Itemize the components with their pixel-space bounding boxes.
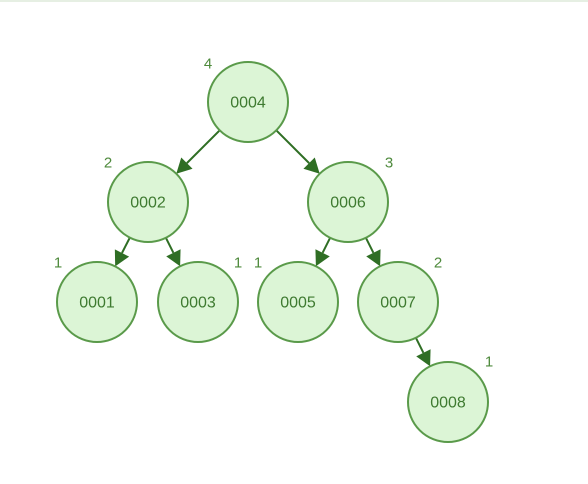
- tree-node-0005: 0005: [257, 261, 339, 343]
- node-label: 0008: [430, 395, 466, 412]
- edge-0006-0007: [364, 237, 381, 267]
- node-label: 0002: [130, 195, 166, 212]
- node-circle: [407, 361, 489, 443]
- arrowhead-icon: [315, 249, 330, 267]
- arrowhead-icon: [416, 349, 431, 367]
- edge-line: [321, 237, 332, 254]
- node-label: 0006: [330, 195, 366, 212]
- edge-line: [121, 237, 131, 254]
- edge-line: [414, 337, 425, 354]
- nodes-layer: 0004 4 0002 2 0006 3 0001 1 0003 1 0005 1 0007 2 0008 1: [54, 56, 493, 443]
- node-height-label: 3: [385, 155, 393, 172]
- tree-node-0007: 0007: [357, 261, 439, 343]
- node-circle: [357, 261, 439, 343]
- arrowhead-icon: [303, 157, 320, 174]
- node-circle: [157, 261, 239, 343]
- node-circle: [107, 161, 189, 243]
- arrowhead-icon: [366, 249, 381, 267]
- top-divider: [0, 0, 588, 2]
- node-circle: [257, 261, 339, 343]
- tree-node-0002: 0002: [107, 161, 189, 243]
- node-height-label: 1: [485, 354, 493, 371]
- edge-0004-0006: [275, 129, 320, 174]
- node-height-label: 4: [204, 56, 212, 73]
- node-circle: [56, 261, 138, 343]
- node-height-label: 1: [54, 255, 62, 272]
- edge-0002-0003: [164, 237, 181, 267]
- node-circle: [207, 61, 289, 143]
- arrowhead-icon: [176, 157, 193, 174]
- node-circle: [307, 161, 389, 243]
- edge-line: [364, 237, 375, 254]
- arrowhead-icon: [114, 249, 130, 267]
- edge-0007-0008: [414, 337, 431, 367]
- edge-line: [164, 237, 175, 254]
- node-height-label: 1: [254, 255, 262, 272]
- node-height-label: 2: [104, 155, 112, 172]
- node-label: 0001: [79, 295, 115, 312]
- tree-node-0006: 0006: [307, 161, 389, 243]
- tree-node-0008: 0008: [407, 361, 489, 443]
- tree-node-0001: 0001: [56, 261, 138, 343]
- node-label: 0003: [180, 295, 216, 312]
- node-label: 0005: [280, 295, 316, 312]
- node-height-label: 1: [234, 255, 242, 272]
- edge-line: [186, 129, 221, 164]
- edge-0002-0001: [114, 237, 131, 267]
- edge-0006-0005: [315, 237, 332, 267]
- node-label: 0007: [380, 295, 416, 312]
- arrowhead-icon: [166, 249, 181, 267]
- tree-node-0004: 0004: [207, 61, 289, 143]
- edges-layer: [114, 129, 431, 367]
- edge-0004-0002: [176, 129, 221, 174]
- tree-node-0003: 0003: [157, 261, 239, 343]
- edge-line: [275, 129, 310, 164]
- node-height-label: 2: [434, 255, 442, 272]
- node-label: 0004: [230, 95, 266, 112]
